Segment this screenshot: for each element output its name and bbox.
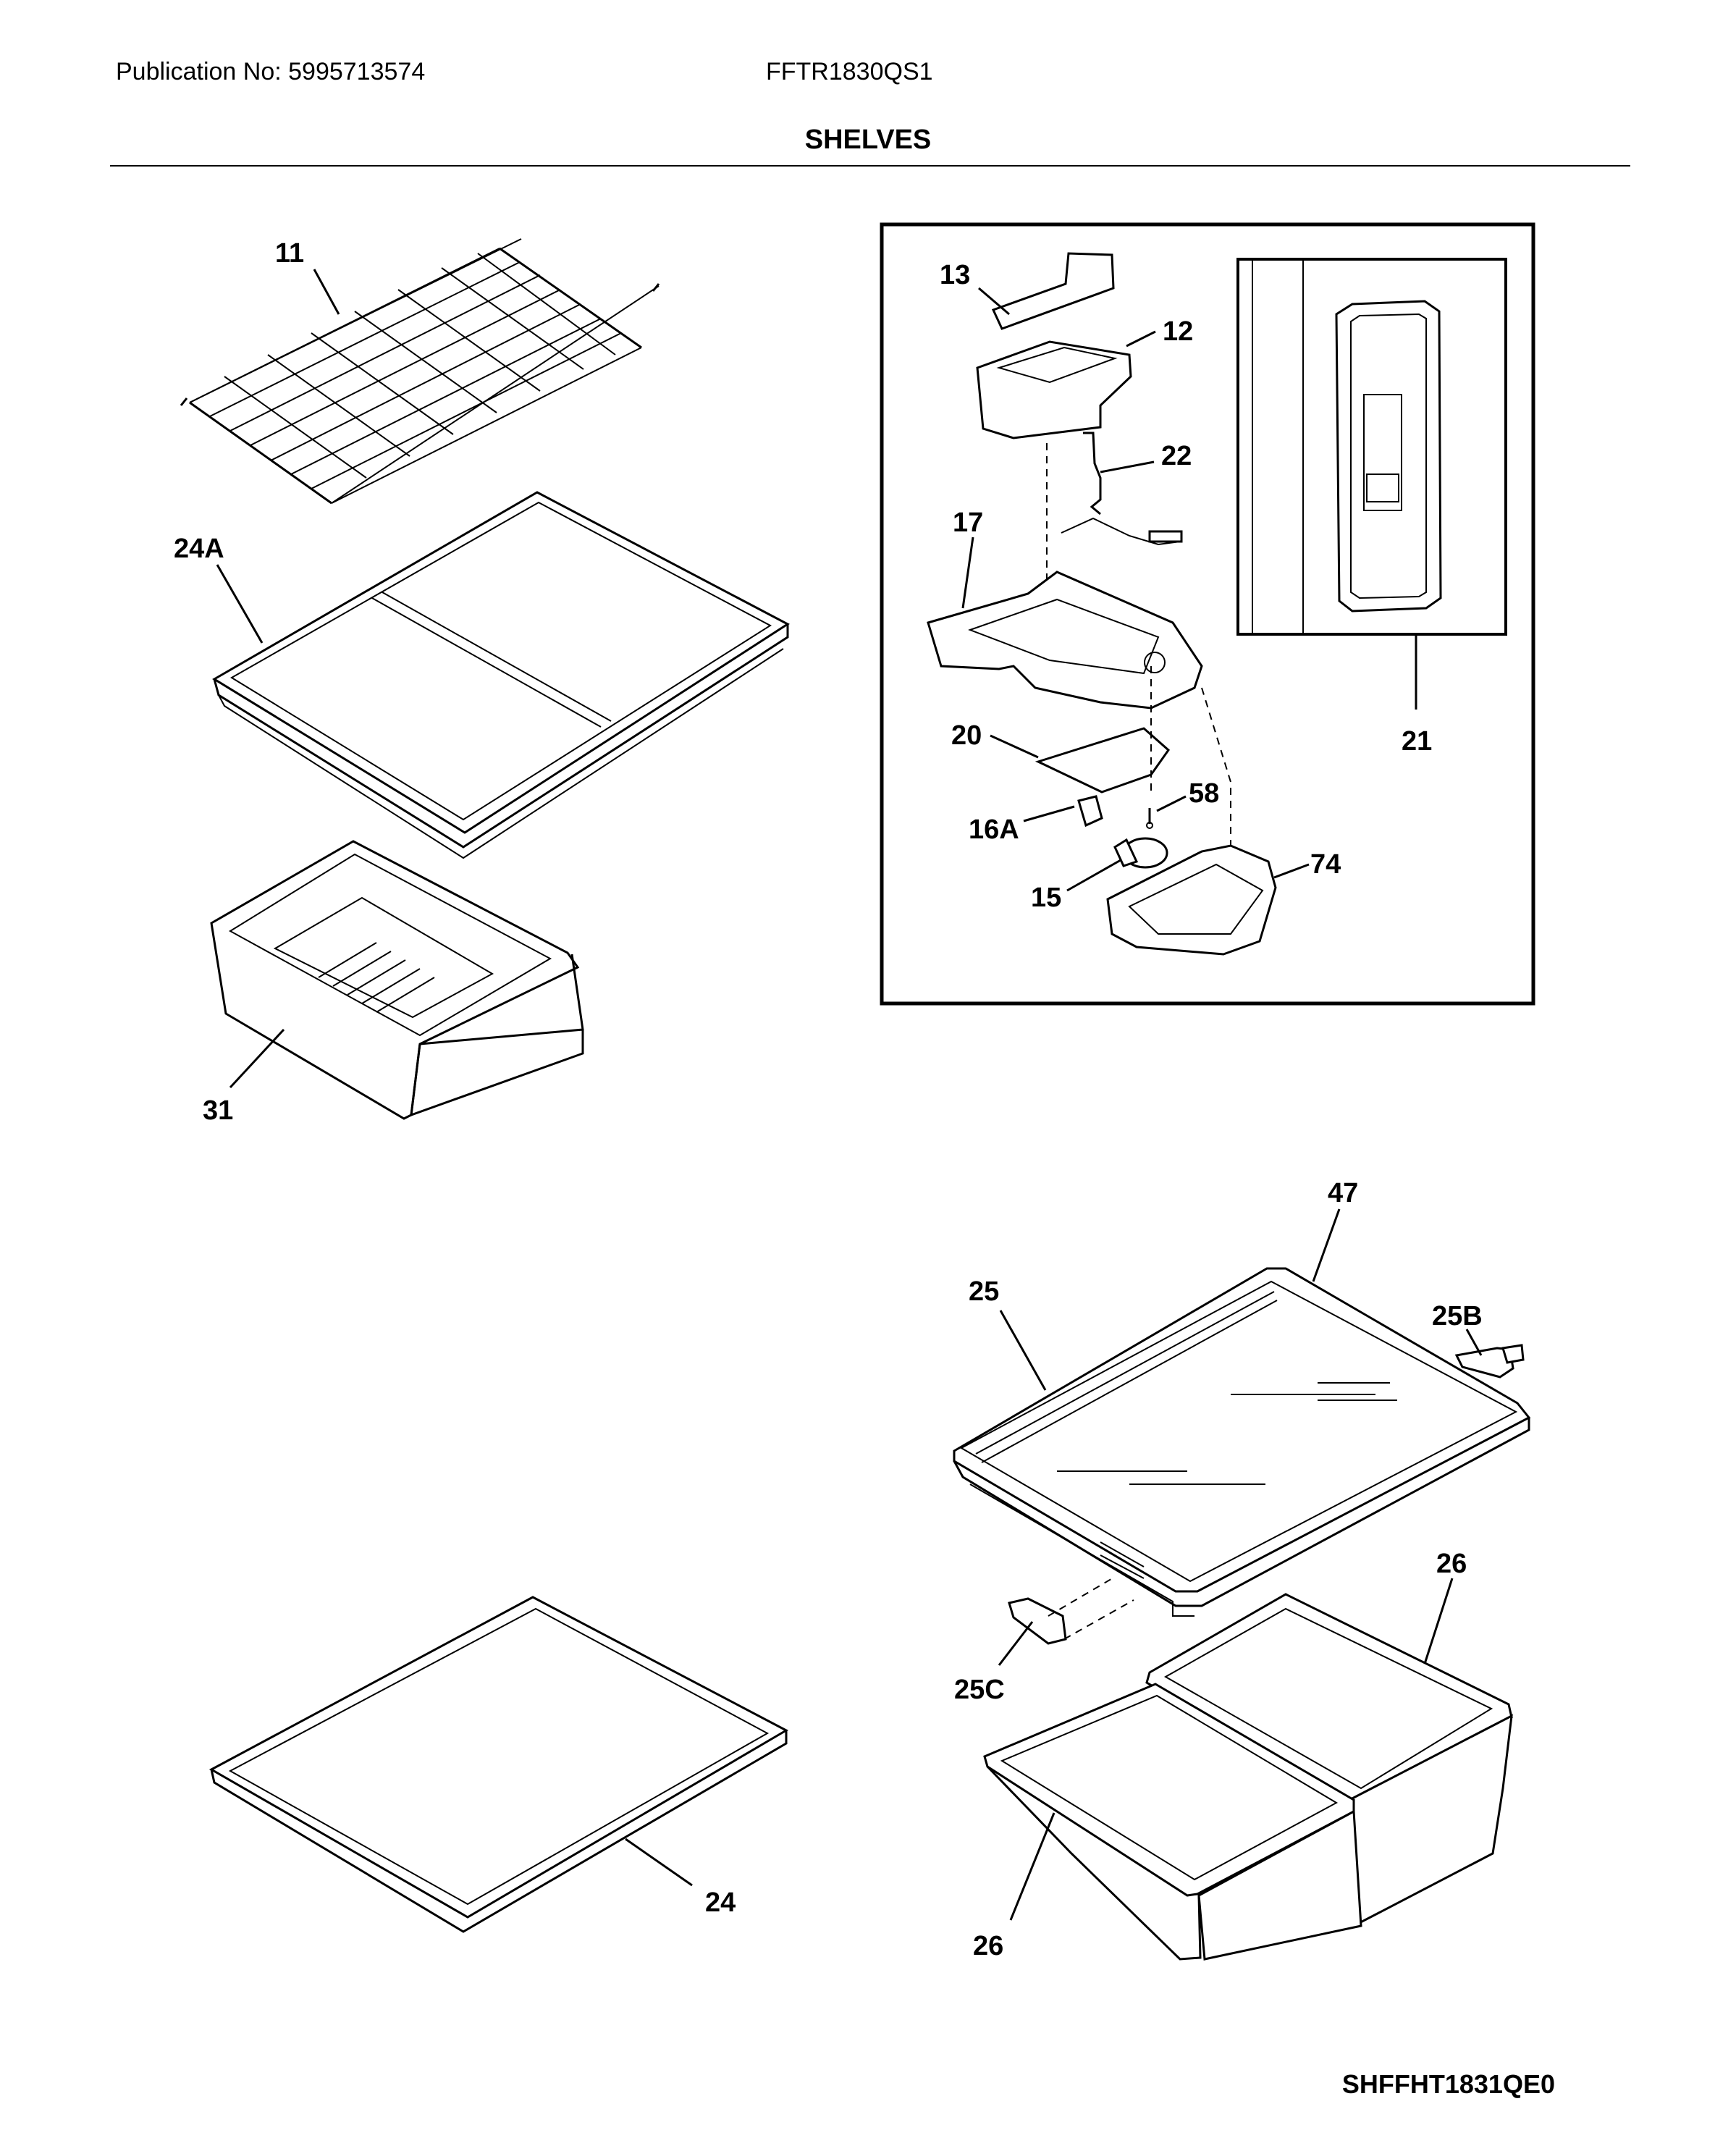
header-divider bbox=[110, 165, 1630, 167]
shelf-supports-25b-25c-part bbox=[1008, 1344, 1525, 1645]
diagram-code: SHFFHT1831QE0 bbox=[1341, 2069, 1555, 2099]
callout-labels: 11 24A 31 13 12 22 17 20 58 16A 15 74 21… bbox=[174, 238, 1483, 1961]
callout-16a: 16A bbox=[969, 815, 1019, 845]
callout-15: 15 bbox=[1031, 883, 1061, 913]
callout-12: 12 bbox=[1163, 316, 1193, 347]
callout-21: 21 bbox=[1402, 726, 1432, 757]
publication-number: Publication No: 5995713574 bbox=[116, 58, 426, 85]
callout-25b: 25B bbox=[1432, 1301, 1483, 1331]
callout-26-upper: 26 bbox=[1436, 1549, 1467, 1579]
callout-20: 20 bbox=[951, 720, 982, 751]
callout-22: 22 bbox=[1161, 441, 1192, 471]
page-title: SHELVES bbox=[804, 125, 932, 155]
callout-leader-lines bbox=[216, 269, 1483, 1921]
wire-shelf-part bbox=[180, 238, 660, 505]
callout-26-lower: 26 bbox=[973, 1931, 1003, 1961]
callout-11: 11 bbox=[275, 238, 304, 269]
callout-24: 24 bbox=[705, 1887, 736, 1918]
callout-47: 47 bbox=[1328, 1178, 1358, 1208]
callout-58: 58 bbox=[1189, 778, 1219, 809]
callout-24a: 24A bbox=[174, 534, 224, 564]
model-number: FFTR1830QS1 bbox=[766, 58, 933, 85]
callout-25: 25 bbox=[969, 1276, 999, 1307]
callout-74: 74 bbox=[1310, 849, 1341, 880]
crisper-drawers-26-part bbox=[983, 1593, 1513, 1961]
light-assembly-parts bbox=[927, 252, 1507, 956]
callout-17: 17 bbox=[953, 508, 983, 538]
glass-shelf-24a-part bbox=[212, 491, 790, 859]
light-assembly-frame bbox=[880, 222, 1535, 1006]
glass-shelf-47-part bbox=[953, 1267, 1531, 1617]
callout-31: 31 bbox=[203, 1095, 233, 1126]
callout-25c: 25C bbox=[954, 1675, 1005, 1705]
glass-shelf-24-part bbox=[208, 1596, 789, 1933]
callout-13: 13 bbox=[940, 260, 970, 290]
crisper-drawer-31-part bbox=[210, 840, 584, 1120]
